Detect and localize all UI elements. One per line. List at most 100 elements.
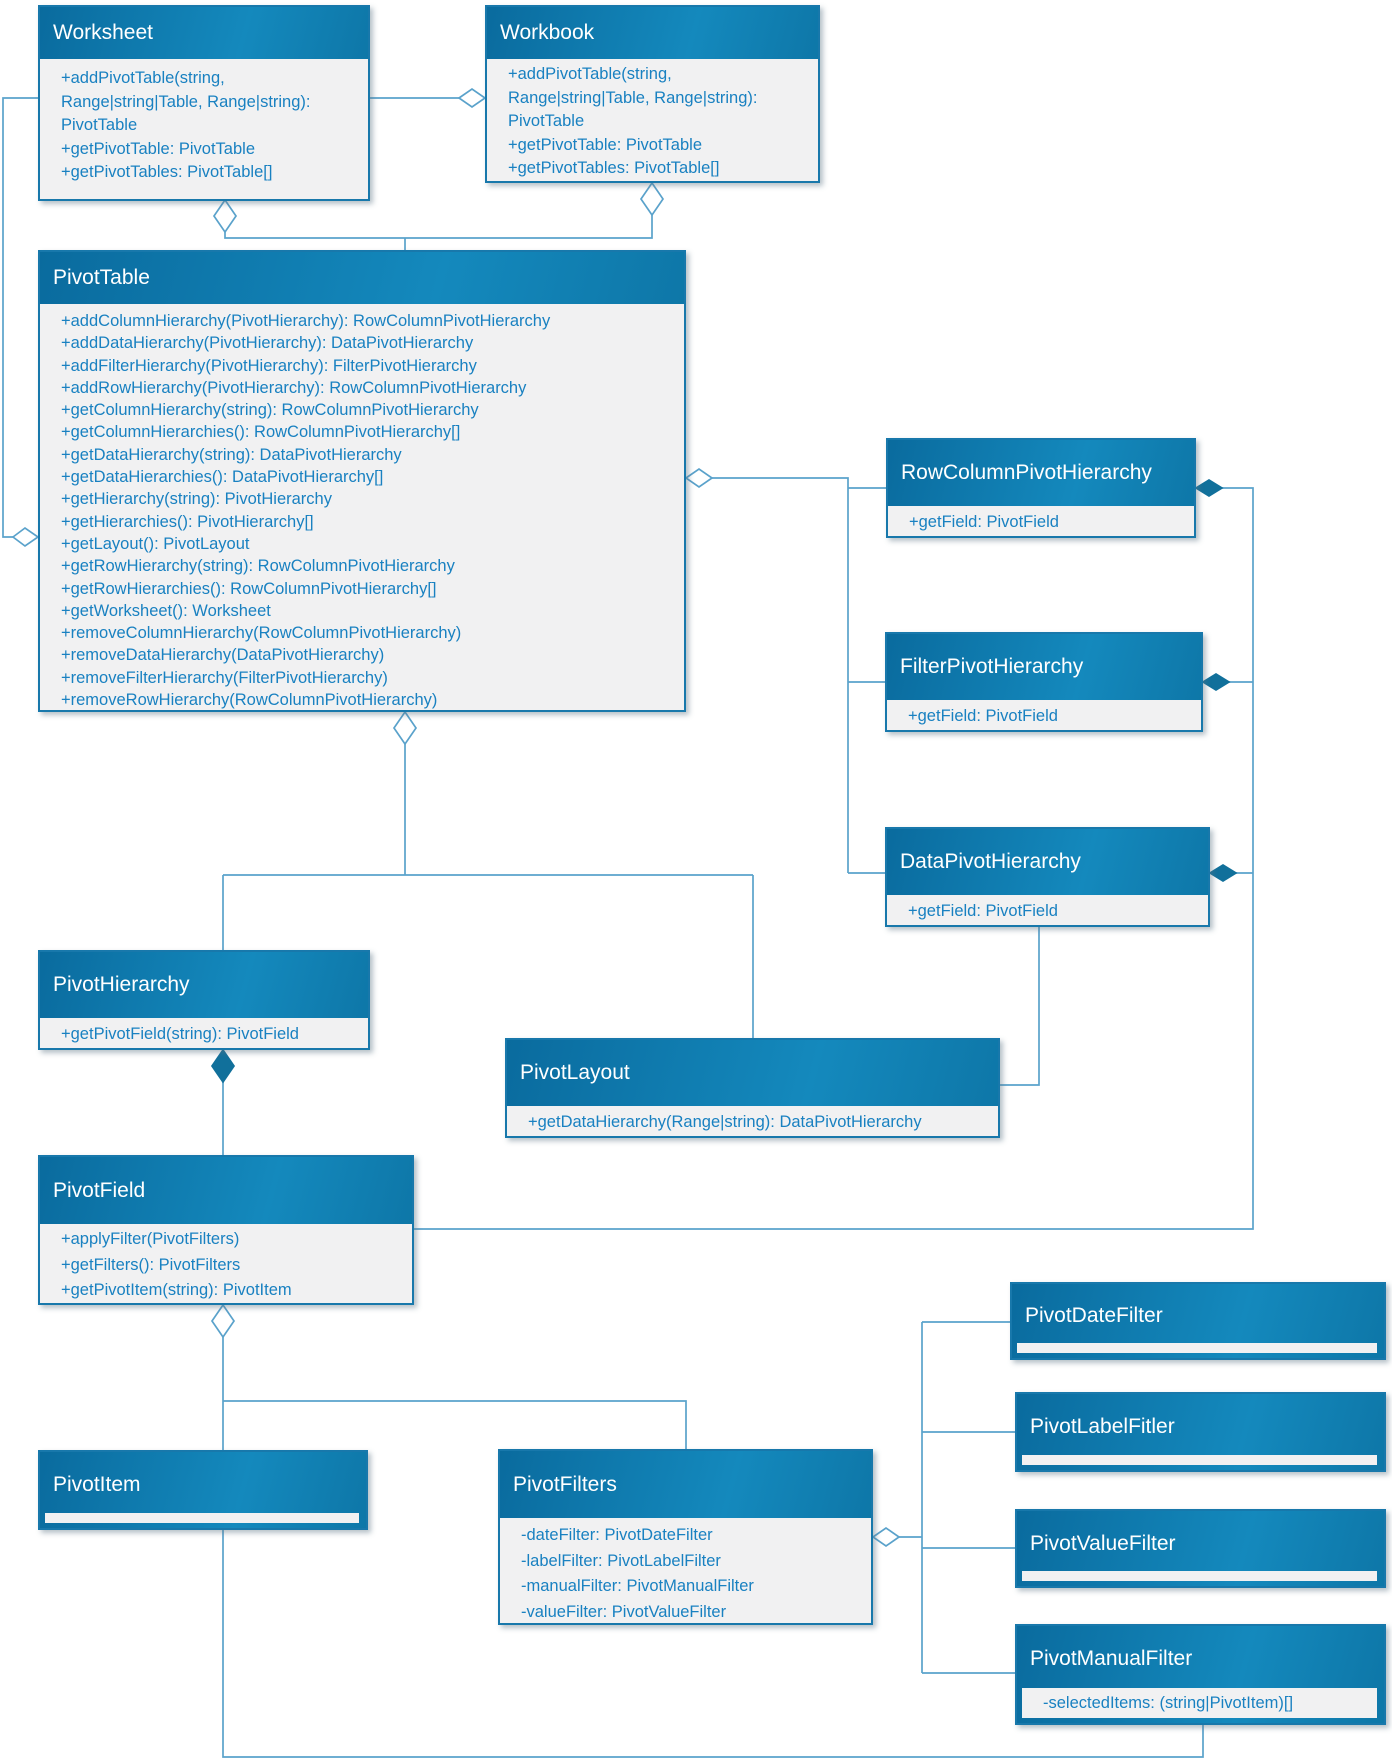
class-header: PivotItem bbox=[40, 1452, 366, 1518]
class-box-datapivothierarchy: DataPivotHierarchy +getField: PivotField bbox=[885, 827, 1210, 927]
class-members: +addPivotTable(string, Range|string|Table… bbox=[487, 59, 818, 181]
composition-diamond-icon bbox=[1194, 479, 1224, 497]
class-member: +applyFilter(PivotFilters) bbox=[61, 1230, 240, 1248]
class-header: Workbook bbox=[487, 7, 818, 59]
class-box-pivotlabelfitler: PivotLabelFitler bbox=[1015, 1392, 1386, 1472]
class-member: +removeDataHierarchy(DataPivotHierarchy) bbox=[61, 646, 385, 665]
class-title: PivotManualFilter bbox=[1030, 1647, 1193, 1670]
aggregation-diamond-icon bbox=[457, 87, 487, 109]
class-member: -valueFilter: PivotValueFilter bbox=[521, 1602, 727, 1621]
class-member: +getPivotItem(string): PivotItem bbox=[61, 1281, 292, 1299]
class-member: +addRowHierarchy(PivotHierarchy): RowCol… bbox=[61, 378, 527, 397]
class-header: PivotValueFilter bbox=[1017, 1511, 1384, 1576]
connector-line bbox=[224, 214, 653, 239]
class-member: +getHierarchies(): PivotHierarchy[] bbox=[61, 512, 314, 531]
class-member: +getField: PivotField bbox=[908, 902, 1058, 920]
class-box-filterpivothierarchy: FilterPivotHierarchy +getField: PivotFiel… bbox=[885, 632, 1203, 732]
class-header: PivotField bbox=[40, 1157, 412, 1224]
class-member: Range|string|Table, Range|string): bbox=[61, 92, 311, 111]
class-member: +getField: PivotField bbox=[909, 513, 1059, 531]
class-member: +getPivotTables: PivotTable[] bbox=[61, 163, 273, 181]
class-title: PivotLabelFitler bbox=[1030, 1415, 1175, 1438]
class-box-pivottable: PivotTable +addColumnHierarchy(PivotHiera… bbox=[38, 250, 686, 712]
class-header: PivotFilters bbox=[500, 1451, 871, 1518]
class-members: +getField: PivotField bbox=[887, 700, 1201, 730]
class-title: Workbook bbox=[500, 21, 595, 44]
connector-line bbox=[414, 487, 1254, 1230]
class-member: +getDataHierarchy(Range|string): DataPiv… bbox=[528, 1113, 922, 1131]
class-title: PivotHierarchy bbox=[53, 973, 190, 996]
class-member: +getFilters(): PivotFilters bbox=[61, 1255, 241, 1274]
class-box-pivotlayout: PivotLayout +getDataHierarchy(Range|strin… bbox=[505, 1038, 1000, 1138]
class-members: +getField: PivotField bbox=[887, 895, 1208, 925]
class-member: -labelFilter: PivotLabelFilter bbox=[521, 1551, 721, 1570]
class-title: FilterPivotHierarchy bbox=[900, 655, 1084, 678]
class-member: +getColumnHierarchy(string): RowColumnPi… bbox=[61, 401, 479, 420]
aggregation-diamond-icon bbox=[684, 467, 714, 489]
aggregation-diamond-icon bbox=[212, 198, 238, 234]
connector-line bbox=[2, 97, 38, 538]
class-box-pivotvaluefilter: PivotValueFilter bbox=[1015, 1509, 1386, 1588]
class-members: +applyFilter(PivotFilters) +getFilters():… bbox=[40, 1224, 412, 1303]
connector-line bbox=[223, 1400, 687, 1449]
class-member: +getWorksheet(): Worksheet bbox=[61, 601, 271, 620]
class-title: PivotDateFilter bbox=[1025, 1304, 1163, 1327]
class-box-pivotitem: PivotItem bbox=[38, 1450, 368, 1530]
class-header: PivotDateFilter bbox=[1012, 1284, 1384, 1348]
composition-diamond-icon bbox=[210, 1048, 236, 1084]
class-members: +addPivotTable(string, Range|string|Table… bbox=[40, 59, 368, 199]
aggregation-diamond-icon bbox=[210, 1303, 236, 1339]
class-members bbox=[1022, 1455, 1377, 1465]
class-box-pivotfilters: PivotFilters-dateFilter: PivotDateFilter… bbox=[498, 1449, 873, 1625]
class-member: +addPivotTable(string, bbox=[61, 69, 225, 87]
class-members bbox=[1022, 1571, 1377, 1581]
connector-line bbox=[222, 1530, 1204, 1758]
class-members: -dateFilter: PivotDateFilter -labelFilter… bbox=[500, 1518, 871, 1623]
class-member: +getPivotTable: PivotTable bbox=[61, 139, 255, 158]
class-member: -dateFilter: PivotDateFilter bbox=[521, 1526, 713, 1544]
aggregation-diamond-icon bbox=[639, 181, 665, 217]
class-members: +addColumnHierarchy(PivotHierarchy): Row… bbox=[40, 304, 684, 710]
class-member: +getPivotField(string): PivotField bbox=[61, 1025, 299, 1043]
connector-line bbox=[711, 477, 849, 873]
class-title: Worksheet bbox=[53, 21, 153, 44]
class-members: +getPivotField(string): PivotField bbox=[40, 1018, 368, 1048]
class-member: +getLayout(): PivotLayout bbox=[61, 534, 250, 553]
class-member: +removeFilterHierarchy(FilterPivotHierar… bbox=[61, 668, 388, 687]
class-title: PivotField bbox=[53, 1178, 146, 1202]
class-member: +getHierarchy(string): PivotHierarchy bbox=[61, 490, 332, 509]
class-header: RowColumnPivotHierarchy bbox=[888, 440, 1194, 506]
class-header: PivotLayout bbox=[507, 1040, 998, 1106]
class-box-rowcolumnpivothierarchy: RowColumnPivotHierarchy +getField: PivotF… bbox=[886, 438, 1196, 538]
class-title: RowColumnPivotHierarchy bbox=[901, 461, 1152, 484]
class-header: PivotLabelFitler bbox=[1017, 1394, 1384, 1460]
class-member: +addPivotTable(string, bbox=[508, 65, 672, 83]
class-members: -selectedItems: (string|PivotItem)[] bbox=[1022, 1688, 1377, 1718]
class-title: DataPivotHierarchy bbox=[900, 850, 1081, 873]
composition-diamond-icon bbox=[1208, 864, 1238, 882]
aggregation-diamond-icon bbox=[11, 526, 40, 548]
class-member: +removeColumnHierarchy(RowColumnPivotHie… bbox=[61, 624, 462, 643]
class-box-workbook: Workbook +addPivotTable(string, Range|stri… bbox=[485, 5, 820, 183]
class-member: Range|string|Table, Range|string): bbox=[508, 88, 758, 107]
class-member: +getPivotTables: PivotTable[] bbox=[508, 159, 720, 177]
class-member: +getDataHierarchies(): DataPivotHierarch… bbox=[61, 468, 384, 487]
class-box-pivotfield: PivotField +applyFilter(PivotFilters) +get… bbox=[38, 1155, 414, 1305]
class-member: +getColumnHierarchies(): RowColumnPivotH… bbox=[61, 423, 461, 442]
class-members bbox=[1017, 1343, 1377, 1353]
class-member: PivotTable bbox=[61, 116, 138, 134]
class-box-pivotdatefilter: PivotDateFilter bbox=[1010, 1282, 1386, 1360]
class-title: PivotItem bbox=[53, 1473, 141, 1496]
class-title: PivotTable bbox=[53, 266, 150, 289]
class-member: +getDataHierarchy(string): DataPivotHier… bbox=[61, 445, 402, 464]
class-header: DataPivotHierarchy bbox=[887, 829, 1208, 895]
class-member: +getField: PivotField bbox=[908, 707, 1058, 725]
aggregation-diamond-icon bbox=[871, 1526, 901, 1548]
class-header: PivotTable bbox=[40, 252, 684, 304]
class-members bbox=[45, 1513, 359, 1523]
composition-diamond-icon bbox=[1201, 673, 1231, 691]
class-box-pivothierarchy: PivotHierarchy +getPivotField(string): Pi… bbox=[38, 950, 370, 1050]
class-members: +getDataHierarchy(Range|string): DataPiv… bbox=[507, 1106, 998, 1136]
class-member: -manualFilter: PivotManualFilter bbox=[521, 1577, 754, 1595]
